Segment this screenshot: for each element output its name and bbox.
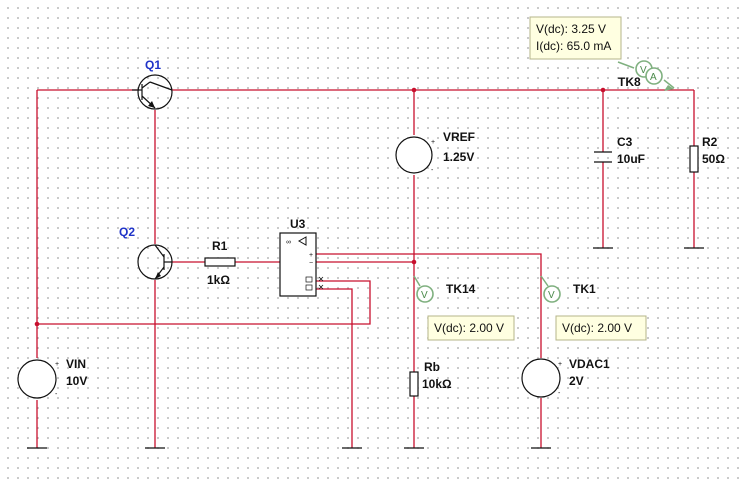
c3-designator: C3 xyxy=(617,135,633,149)
vref-designator: VREF xyxy=(443,130,475,144)
vdac1-plus-mark: + xyxy=(558,361,562,368)
voltage-source-vdac1[interactable]: + - VDAC1 2V xyxy=(521,357,610,398)
junction-dot xyxy=(34,321,40,327)
tk8-reading-voltage: V(dc): 3.25 V xyxy=(536,22,606,36)
vin-designator: VIN xyxy=(66,357,86,371)
probe-tk14[interactable]: V TK14 V(dc): 2.00 V xyxy=(413,275,515,341)
tk14-label: TK14 xyxy=(446,282,476,296)
voltage-source-vref[interactable]: + - VREF 1.25V xyxy=(395,130,475,174)
probe-tk8[interactable]: V A V(dc): 3.25 V I(dc): 65.0 mA TK8 xyxy=(529,16,675,91)
junction-dot xyxy=(600,87,606,93)
u3-designator: U3 xyxy=(290,217,306,231)
probe-tk1[interactable]: V TK1 V(dc): 2.00 V xyxy=(540,275,647,341)
u3-infinity-symbol: ∞ xyxy=(286,239,291,246)
resistor-r1[interactable]: R1 1kΩ xyxy=(204,239,236,287)
vref-value: 1.25V xyxy=(443,150,474,164)
vin-value: 10V xyxy=(66,374,87,388)
opamp-u3[interactable]: ∞ + − U3 xyxy=(279,217,324,297)
c3-value: 10uF xyxy=(617,152,645,166)
transistor-q2[interactable]: Q2 xyxy=(119,225,173,280)
resistor-rb[interactable]: Rb 10kΩ xyxy=(409,360,452,397)
tk14-reading-voltage: V(dc): 2.00 V xyxy=(434,321,504,335)
vref-plus-mark: + xyxy=(431,139,435,146)
resistor-r2[interactable]: R2 50Ω xyxy=(689,135,725,173)
vdac1-minus-mark: - xyxy=(558,390,561,397)
grounds xyxy=(27,247,704,449)
tk1-voltmeter-icon: V xyxy=(548,290,555,301)
u3-minus-pin: − xyxy=(309,260,313,267)
vdac1-designator: VDAC1 xyxy=(569,357,610,371)
tk1-reading-voltage: V(dc): 2.00 V xyxy=(562,321,632,335)
wire-u3-plus xyxy=(316,253,542,358)
tk8-reading-current: I(dc): 65.0 mA xyxy=(536,39,611,53)
tk8-voltmeter-icon: V xyxy=(640,65,647,76)
r2-designator: R2 xyxy=(702,135,718,149)
voltage-source-vin[interactable]: + - VIN 10V xyxy=(17,357,87,399)
tk8-label: TK8 xyxy=(618,75,641,89)
q2-designator: Q2 xyxy=(119,225,135,239)
junction-dot xyxy=(411,259,417,265)
u3-plus-pin: + xyxy=(309,252,313,259)
vin-minus-mark: - xyxy=(55,391,58,398)
r1-designator: R1 xyxy=(212,239,228,253)
vin-plus-mark: + xyxy=(55,361,59,368)
rb-value: 10kΩ xyxy=(422,377,452,391)
junction-dot xyxy=(411,87,417,93)
r2-value: 50Ω xyxy=(702,152,725,166)
tk1-label: TK1 xyxy=(573,282,596,296)
q1-designator: Q1 xyxy=(145,58,161,72)
tk8-ammeter-icon: A xyxy=(650,72,657,83)
wires xyxy=(36,89,695,448)
junctions xyxy=(34,87,606,327)
vdac1-value: 2V xyxy=(569,374,584,388)
vref-minus-mark: - xyxy=(431,167,434,174)
r1-value: 1kΩ xyxy=(207,273,230,287)
capacitor-c3[interactable]: C3 10uF xyxy=(594,135,645,166)
rb-designator: Rb xyxy=(424,360,440,374)
wire-u3-gnd xyxy=(316,288,353,448)
transistor-q1[interactable]: Q1 xyxy=(132,58,173,110)
wire-vin-feedback xyxy=(37,280,371,325)
tk14-voltmeter-icon: V xyxy=(421,290,428,301)
